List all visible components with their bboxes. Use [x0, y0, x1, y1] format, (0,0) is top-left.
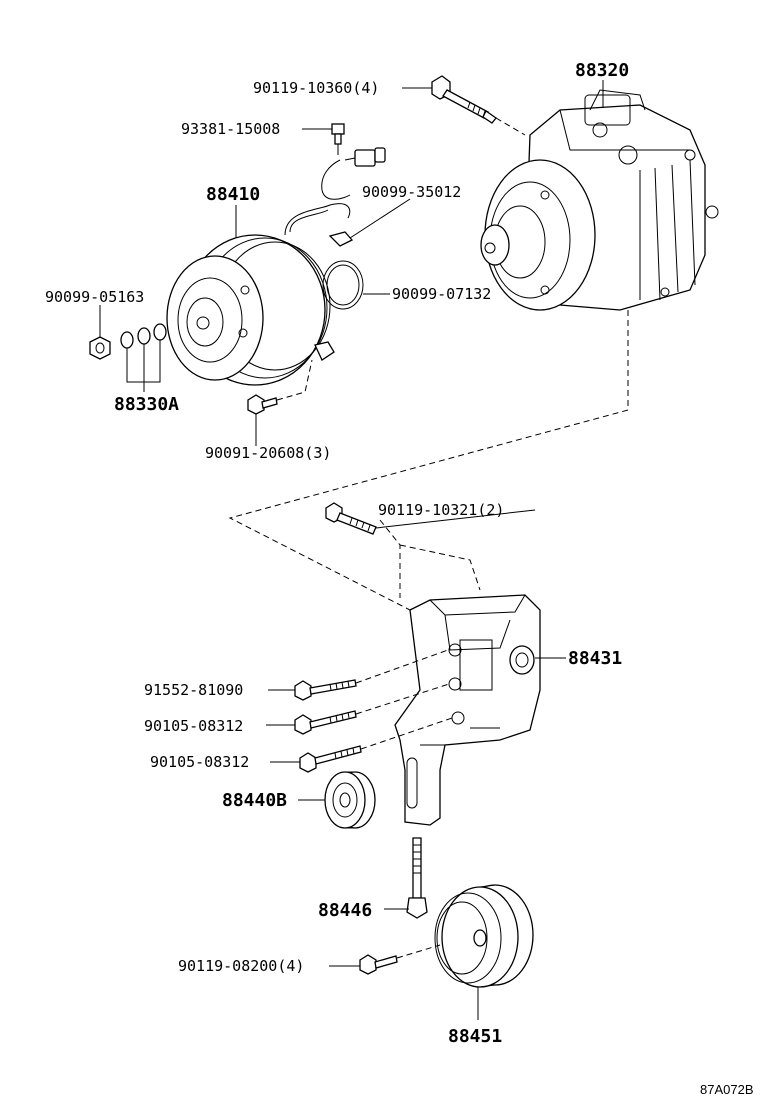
label-88330A: 88330A	[114, 394, 179, 415]
guide-bolt2	[355, 683, 450, 715]
bolt-90119-10321[interactable]	[325, 502, 377, 535]
idler-pulley-88440B[interactable]	[324, 771, 376, 829]
guide-bolt-to-compressor	[495, 117, 526, 136]
magnet-clutch-88410[interactable]	[166, 203, 351, 386]
label-88410: 88410	[206, 184, 260, 205]
label-88451: 88451	[448, 1026, 502, 1047]
bolt-90119-10360[interactable]	[431, 75, 497, 124]
label-88431: 88431	[568, 648, 622, 669]
shim-set-88330A[interactable]	[120, 323, 167, 349]
label-90119-08200: 90119-08200(4)	[178, 957, 304, 975]
label-88440B: 88440B	[222, 790, 287, 811]
clamp-90099-35012[interactable]	[328, 231, 354, 247]
compressor-88320[interactable]	[480, 89, 719, 311]
pulley-88451[interactable]	[434, 884, 534, 988]
bracket-88330A	[126, 340, 161, 392]
snap-ring-90099-07132[interactable]	[322, 260, 364, 310]
label-90099-05163: 90099-05163	[45, 288, 144, 306]
label-90119-10321: 90119-10321(2)	[378, 501, 504, 519]
guide-bolt-to-clutch	[276, 359, 313, 401]
bolt-90091-20608[interactable]	[247, 394, 278, 415]
bolt-90119-08200[interactable]	[359, 954, 398, 975]
guide-bracket-to-compressor	[228, 310, 629, 611]
label-90099-35012: 90099-35012	[362, 183, 461, 201]
bolt-90105-08312-a[interactable]	[294, 710, 357, 735]
sensor-93381-15008[interactable]	[321, 123, 386, 200]
guide-bolt-to-bracket	[379, 519, 481, 598]
label-90105-08312-b: 90105-08312	[150, 753, 249, 771]
guide-bolt3	[360, 717, 453, 750]
bolt-90105-08312-b[interactable]	[299, 745, 362, 773]
guide-bolt1	[355, 649, 449, 684]
label-88320: 88320	[575, 60, 629, 81]
bolt-88446[interactable]	[406, 837, 428, 919]
nut-90099-05163[interactable]	[89, 336, 111, 360]
label-90099-07132: 90099-07132	[392, 285, 491, 303]
label-91552-81090: 91552-81090	[144, 681, 243, 699]
guide-bolt-to-pulley	[396, 944, 441, 959]
label-90105-08312-a: 90105-08312	[144, 717, 243, 735]
bolt-91552-81090[interactable]	[294, 679, 357, 701]
label-93381-15008: 93381-15008	[181, 120, 280, 138]
bracket-88431[interactable]	[394, 594, 541, 826]
label-90119-10360: 90119-10360(4)	[253, 79, 379, 97]
leader-lines	[99, 80, 604, 1020]
label-88446: 88446	[318, 900, 372, 921]
diagram-code: 87A072B	[700, 1082, 754, 1097]
label-90091-20608: 90091-20608(3)	[205, 444, 331, 462]
